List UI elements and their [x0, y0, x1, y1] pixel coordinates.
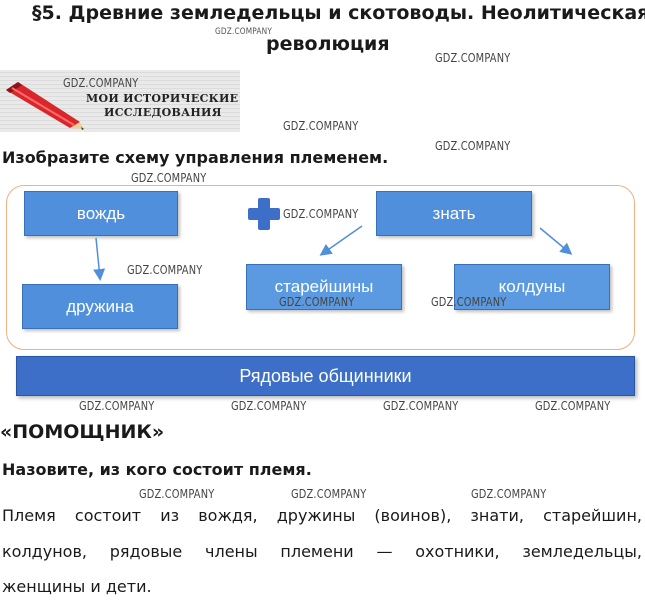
- watermark: GDZ.COMPANY: [283, 207, 359, 221]
- watermark: GDZ.COMPANY: [215, 27, 273, 37]
- box-sorcerers: колдуны: [454, 264, 610, 310]
- plus-icon: [248, 198, 280, 230]
- watermark: GDZ.COMPANY: [127, 263, 203, 277]
- answer-line-2: колдунов, рядовые члены племени — охотни…: [2, 542, 642, 561]
- watermark: GDZ.COMPANY: [139, 487, 215, 501]
- box-retinue: дружина: [22, 284, 178, 329]
- banner-label-line2: ИССЛЕДОВАНИЯ: [104, 106, 222, 119]
- watermark: GDZ.COMPANY: [63, 76, 139, 90]
- box-nobility: знать: [376, 191, 532, 236]
- watermark: GDZ.COMPANY: [283, 119, 359, 133]
- helper-heading: «ПОМОЩНИК»: [0, 421, 165, 443]
- answer-line-3: женщины и дети.: [2, 577, 152, 596]
- helper-question: Назовите, из кого состоит племя.: [2, 460, 312, 479]
- watermark: GDZ.COMPANY: [383, 399, 459, 413]
- box-members: Рядовые общинники: [16, 356, 635, 396]
- watermark: GDZ.COMPANY: [435, 51, 511, 65]
- watermark: GDZ.COMPANY: [291, 487, 367, 501]
- watermark: GDZ.COMPANY: [535, 399, 611, 413]
- banner-label: МОИ ИСТОРИЧЕСКИЕ ИССЛЕДОВАНИЯ: [86, 92, 238, 120]
- pencil-icon: [6, 82, 84, 130]
- watermark: GDZ.COMPANY: [131, 171, 207, 185]
- watermark: GDZ.COMPANY: [471, 487, 547, 501]
- page-title-line2: революция: [266, 33, 390, 55]
- answer-line-1: Племя состоит из вождя, дружины (воинов)…: [2, 506, 642, 525]
- banner-label-line1: МОИ ИСТОРИЧЕСКИЕ: [86, 92, 239, 105]
- page-title-line1: §5. Древние земледельцы и скотоводы. Нео…: [32, 2, 645, 24]
- task-heading: Изобразите схему управления племенем.: [2, 148, 389, 167]
- watermark: GDZ.COMPANY: [431, 295, 507, 309]
- watermark: GDZ.COMPANY: [79, 399, 155, 413]
- watermark: GDZ.COMPANY: [435, 139, 511, 153]
- watermark: GDZ.COMPANY: [231, 399, 307, 413]
- research-banner: МОИ ИСТОРИЧЕСКИЕ ИССЛЕДОВАНИЯ: [0, 70, 240, 132]
- box-elders: старейшины: [246, 264, 402, 310]
- watermark: GDZ.COMPANY: [279, 295, 355, 309]
- box-leader: вождь: [24, 191, 178, 236]
